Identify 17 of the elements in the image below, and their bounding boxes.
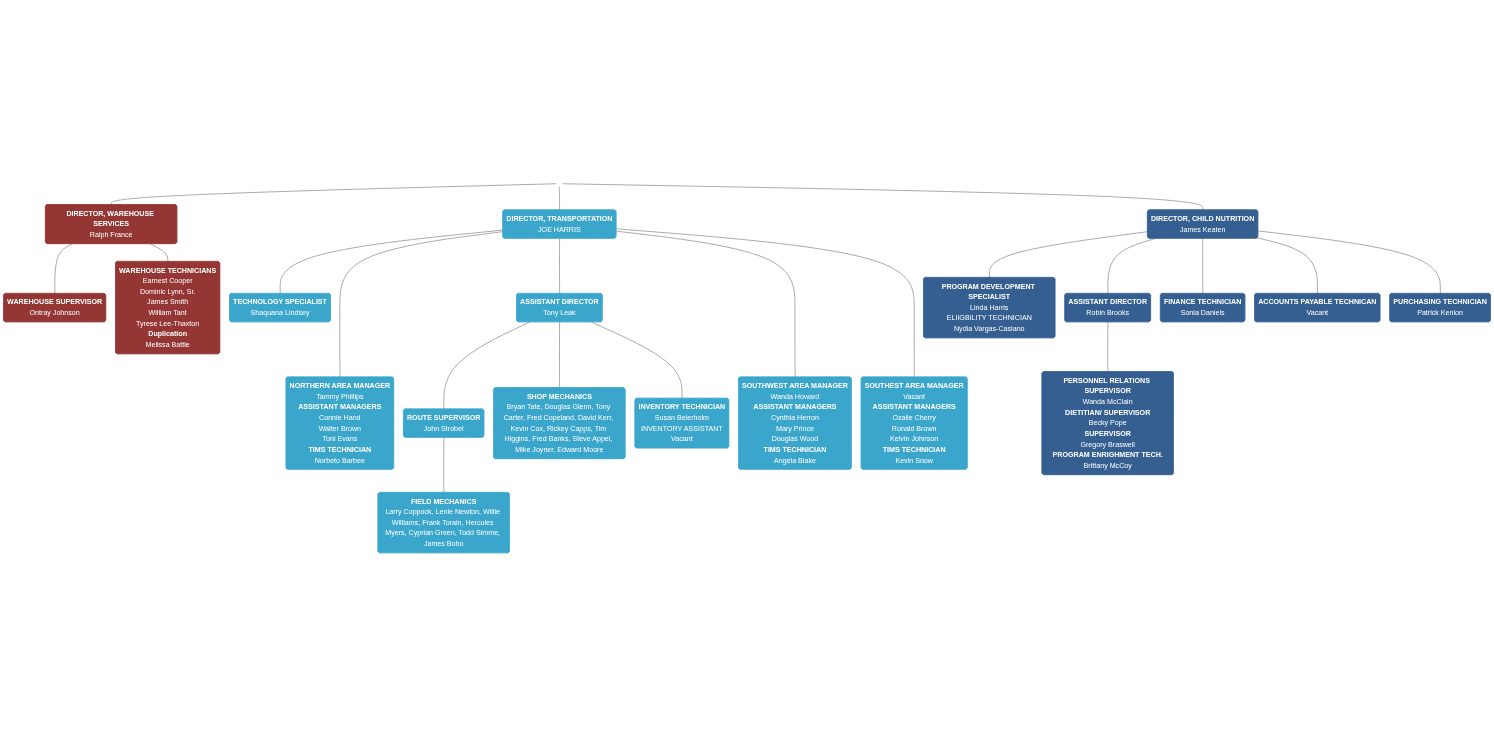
connector-line <box>1257 230 1441 295</box>
connector-line <box>111 183 557 206</box>
connector-line <box>443 437 445 494</box>
connector-line <box>562 183 1204 211</box>
connector-line <box>1257 237 1318 295</box>
connector-line <box>559 238 560 295</box>
connector-line <box>279 230 504 295</box>
connector-line <box>1202 238 1204 295</box>
connector-line <box>54 243 73 295</box>
connector-line <box>615 231 796 378</box>
connector-line <box>559 322 560 389</box>
connector-line <box>1107 322 1109 373</box>
connector-line <box>615 228 915 378</box>
connector-line <box>989 231 1148 279</box>
connector-line <box>149 243 169 263</box>
connector-line <box>559 186 560 211</box>
connector-line <box>339 231 504 378</box>
